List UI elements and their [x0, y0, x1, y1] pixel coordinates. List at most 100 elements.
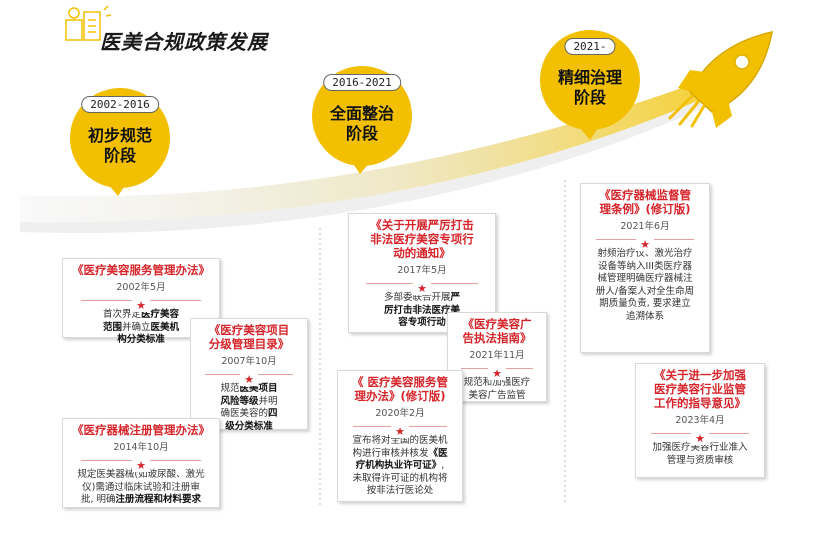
policy-title: 《关于开展严厉打击非法医疗美容专项行动的通知》 [355, 218, 489, 260]
policy-highlight-text: 厉打击非法医疗美 [383, 304, 460, 316]
policy-title: 《医疗器械监督管理条例》(修订版) [587, 188, 703, 216]
policy-text: 多部委联合开展 [383, 292, 451, 303]
policy-card: 《医疗器械注册管理办法》 2014年10月 ★规定医美器械(如玻尿酸、激光仪)需通过… [62, 418, 220, 508]
policy-title-line: 《医疗美容项目 [208, 323, 290, 337]
policy-highlight-text: 《医 [428, 447, 448, 459]
policy-highlight-text: 四 [268, 408, 278, 419]
policy-highlight-text: 范围 [102, 321, 122, 333]
policy-title: 《 医疗美容服务管理办法》(修订版) [344, 375, 456, 403]
star-divider: ★ [642, 427, 758, 445]
policy-text: 未取得许可证的机构将 [352, 472, 448, 484]
policy-highlight-text: 严 [450, 292, 461, 303]
policy-date: 2002年5月 [116, 282, 166, 293]
policy-date: 2020年2月 [375, 408, 425, 419]
star-icon: ★ [691, 432, 709, 445]
policy-title-line: 非法医疗美容专项行 [370, 232, 474, 246]
policy-title-line: 理办法》(修订版) [354, 389, 446, 403]
star-icon: ★ [636, 238, 654, 251]
policy-text: 械管理明确医疗器械注 [597, 273, 693, 284]
stage-period: 2002-2016 [81, 96, 159, 113]
policy-card: 《医疗器械监督管理条例》(修订版)2021年6月★射频治疗仪、激光治疗设备等纳入… [580, 183, 710, 353]
policy-title-line: 《医疗美容服务管理办法》 [72, 263, 210, 277]
star-icon: ★ [132, 299, 150, 312]
policy-text: 按非法行医论处 [366, 485, 434, 496]
policy-text: 构进行审核并核发 [352, 447, 429, 459]
policy-highlight-text: 构分类标准 [117, 334, 165, 345]
star-divider: ★ [454, 362, 540, 380]
stage-bubble-2: 2016-2021 全面整治 阶段 [312, 66, 412, 166]
stage-phase-line-1: 全面整治 [329, 104, 394, 123]
policy-description: 首次界定医疗美容范围并确立医美机构分类标准 [69, 309, 213, 347]
policy-title: 《医疗美容服务管理办法》 [69, 263, 213, 277]
policy-description: 加强医疗美容行业准入管理与资质审核 [642, 442, 758, 467]
star-icon: ★ [488, 367, 506, 380]
stage-bubble-1: 2002-2016 初步规范 阶段 [70, 88, 170, 188]
policy-text: 管理与资质审核 [666, 454, 734, 466]
policy-text: 规定医美器械(如玻尿酸、激光 [77, 469, 205, 480]
policy-text: 仪)需通过临床试验和注册审 [82, 481, 200, 493]
star-icon: ★ [132, 459, 150, 472]
policy-card: 《 医疗美容服务管理办法》(修订版) 2020年2月 ★宣布将对全国的医美机构进行审… [337, 370, 463, 502]
policy-text: , [441, 460, 445, 471]
policy-text: 期质量负责, 要求建立 [599, 298, 691, 309]
policy-text: 设备等纳入III类医疗器 [598, 260, 692, 272]
policy-title: 《关于进一步加强医疗美容行业监管工作的指导意见》 [642, 368, 758, 410]
policy-highlight-text: 医疗美容 [141, 309, 180, 320]
star-divider: ★ [344, 420, 456, 438]
policy-text: 美容广告监管 [468, 389, 526, 401]
stage-phase-line-1: 初步规范 [87, 126, 152, 145]
rocket-icon [668, 31, 773, 128]
policy-description: 规范和加强医疗美容广告监管 [454, 377, 540, 402]
policy-highlight-text: 风险等级 [220, 395, 259, 407]
star-divider: ★ [197, 368, 301, 386]
policy-title-line: 医疗美容行业监管 [654, 382, 746, 396]
stage-phase-line-2: 阶段 [345, 124, 378, 143]
policy-card: 《医疗美容广告执法指南》 2021年11月 ★规范和加强医疗美容广告监管 [447, 312, 547, 402]
policy-text: 规范 [220, 383, 240, 394]
star-divider: ★ [355, 277, 489, 295]
policy-highlight-text: 容专项行动 [398, 317, 446, 328]
star-icon: ★ [240, 373, 258, 386]
title-decoration-icon [65, 5, 112, 41]
star-icon: ★ [413, 282, 431, 295]
policy-title: 《医疗器械注册管理办法》 [69, 423, 213, 437]
stage-bubble-3: 2021- 精细治理 阶段 [540, 30, 640, 130]
policy-description: 多部委联合开展严厉打击非法医疗美容专项行动 [355, 292, 489, 330]
policy-highlight-text: 医美项目 [239, 383, 278, 394]
policy-card: 《关于进一步加强医疗美容行业监管工作的指导意见》 2023年4月 ★加强医疗美容行业… [635, 363, 765, 478]
policy-text: 射频治疗仪、激光治疗 [597, 248, 693, 259]
policy-text: 首次界定 [102, 309, 141, 320]
policy-title-line: 理条例》(修订版) [599, 202, 691, 216]
star-divider: ★ [587, 233, 703, 251]
policy-highlight-text: 疗机构执业许可证》 [355, 460, 442, 471]
policy-text: 加强医疗美容行业准入 [652, 442, 748, 453]
policy-highlight-text: 级分类标准 [225, 420, 273, 432]
policy-date: 2021年11月 [469, 350, 525, 361]
policy-text: 并确立 [121, 321, 151, 333]
policy-date: 2017年5月 [397, 265, 447, 276]
policy-text: 并明 [258, 395, 278, 407]
policy-card: 《医疗美容项目分级管理目录》2007年10月★规范医美项目风险等级并明确医美容的… [190, 318, 308, 433]
policy-text: 册人/备案人对全生命周 [595, 285, 695, 297]
policy-highlight-text: 注册流程和材料要求 [115, 494, 202, 505]
policy-description: 宣布将对全国的医美机构进行审核并核发《医疗机构执业许可证》,未取得许可证的机构将… [344, 435, 456, 498]
policy-title: 《医疗美容广告执法指南》 [454, 317, 540, 345]
policy-text: 规范和加强医疗 [463, 377, 531, 388]
policy-text: 批, 明确 [80, 494, 116, 505]
policy-description: 规定医美器械(如玻尿酸、激光仪)需通过临床试验和注册审批, 明确注册流程和材料要… [69, 469, 213, 507]
star-icon: ★ [391, 425, 409, 438]
star-divider: ★ [69, 294, 213, 312]
stage-period: 2016-2021 [323, 74, 401, 91]
page-title: 医美合规政策发展 [100, 30, 268, 54]
policy-date: 2014年10月 [113, 442, 169, 453]
policy-text: 确医美容的 [220, 408, 268, 419]
policy-title-line: 动的通知》 [393, 246, 451, 260]
policy-date: 2023年4月 [675, 415, 725, 426]
policy-text: 宣布将对全国的医美机 [352, 435, 448, 446]
policy-title-line: 分级管理目录》 [208, 337, 290, 351]
policy-description: 射频治疗仪、激光治疗设备等纳入III类医疗器械管理明确医疗器械注册人/备案人对全… [587, 248, 703, 323]
policy-text: 追溯体系 [625, 310, 664, 322]
star-divider: ★ [69, 454, 213, 472]
policy-description: 规范医美项目风险等级并明确医美容的四级分类标准 [197, 383, 301, 433]
